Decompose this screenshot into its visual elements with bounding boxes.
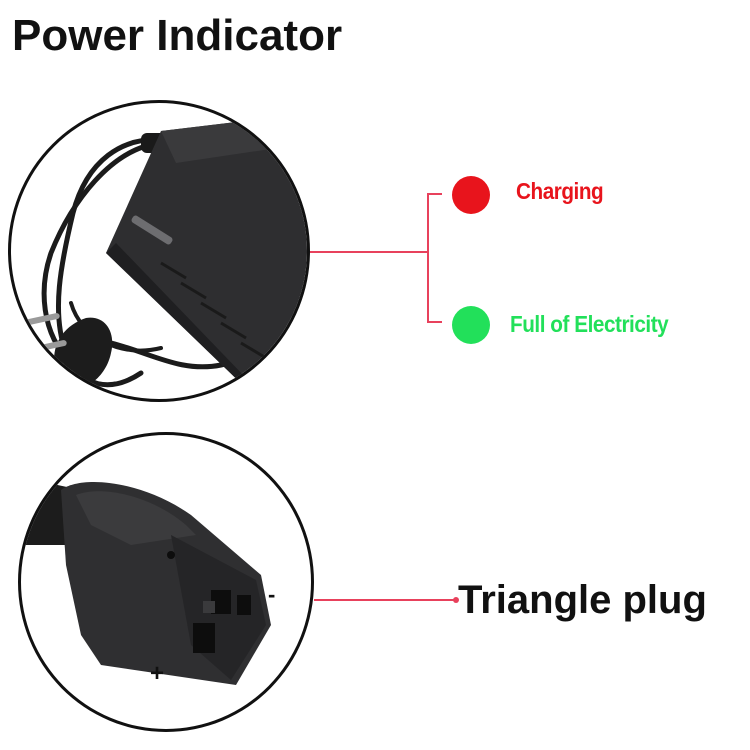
plus-pole-label: + — [150, 660, 165, 687]
green-led-icon — [452, 306, 490, 344]
red-led-icon — [452, 176, 490, 214]
triangle-plug-illustration — [21, 477, 271, 685]
connector-bracket — [427, 193, 442, 323]
plug-photo-circle — [18, 432, 314, 732]
status-full-label: Full of Electricity — [510, 311, 669, 337]
connector-dot — [453, 597, 459, 603]
charger-photo-circle — [8, 100, 310, 402]
charger-illustration — [26, 113, 307, 393]
triangle-plug-label: Triangle plug — [458, 578, 707, 622]
minus-pole-label: - — [268, 582, 276, 607]
page-title: Power Indicator — [12, 11, 343, 60]
status-charging-label: Charging — [516, 178, 604, 204]
